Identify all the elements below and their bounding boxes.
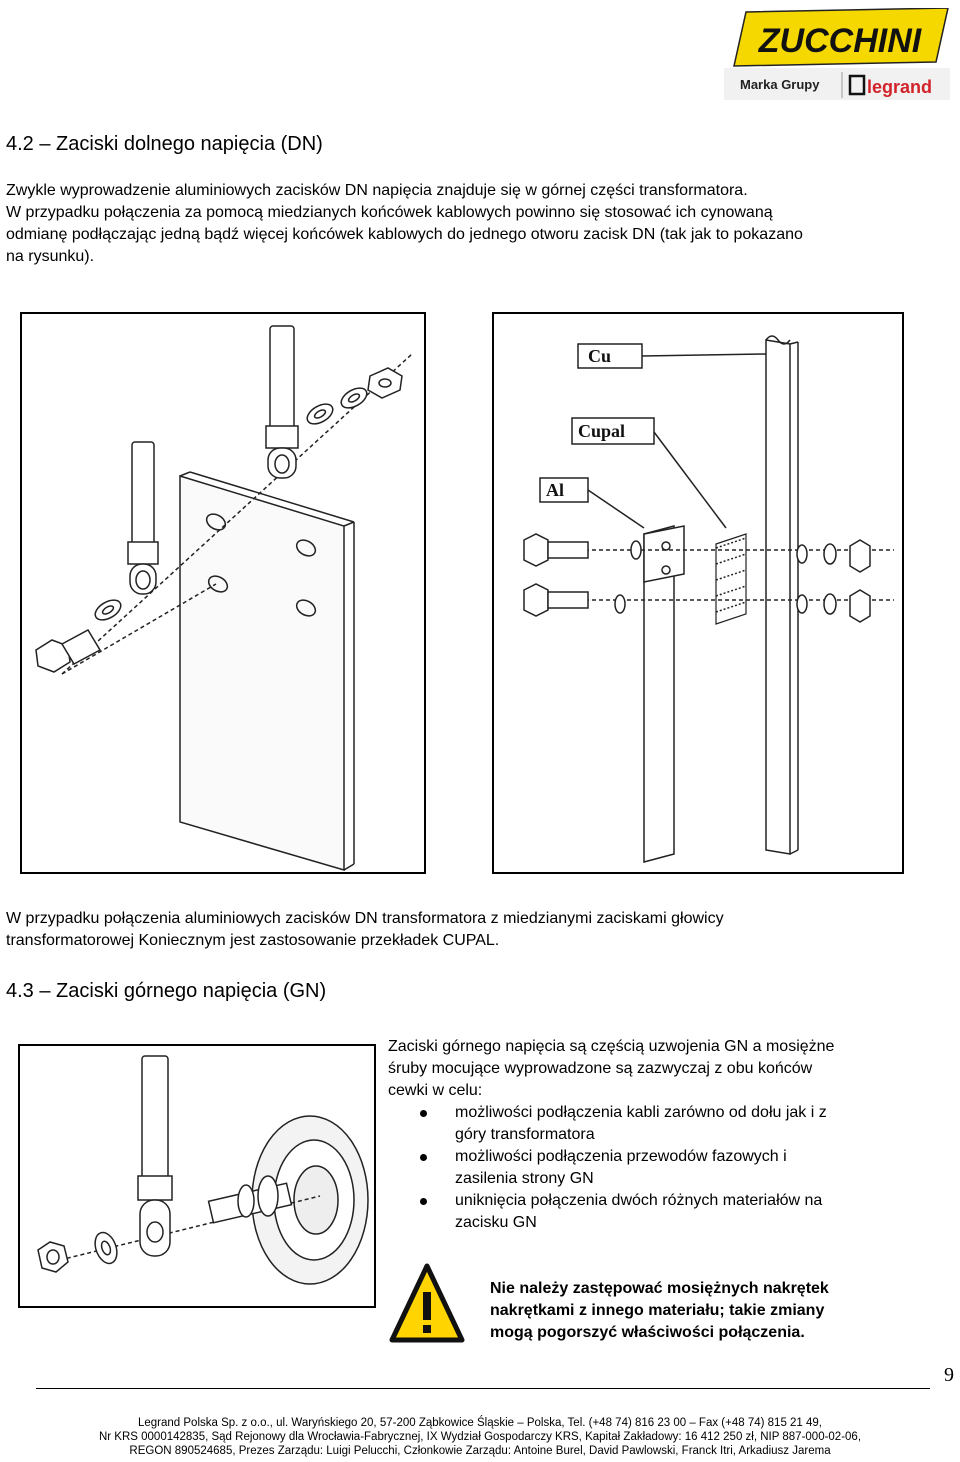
footer-line: Legrand Polska Sp. z o.o., ul. Waryńskie… <box>137 1417 823 1429</box>
paragraph-line: Zwykle wyprowadzenie aluminiowych zacisk… <box>6 182 748 199</box>
bullet-text: uniknięcia połączenia dwóch różnych mate… <box>455 1192 823 1209</box>
figure-dn-terminal-assembly <box>20 312 426 874</box>
footer-line: Nr KRS 0000142835, Sąd Rejonowy dla Wroc… <box>98 1431 862 1443</box>
warning-line: nakrętkami z innego materiału; takie zmi… <box>490 1302 825 1319</box>
bullet-icon <box>420 1198 427 1205</box>
logo-group: legrand <box>867 77 932 97</box>
bullet-icon <box>420 1154 427 1161</box>
warning-line: mogą pogorszyć właściwości połączenia. <box>490 1324 805 1341</box>
intro-line: cewki w celu: <box>388 1082 483 1099</box>
paragraph-line: W przypadku połączenia za pomocą miedzia… <box>6 204 773 221</box>
label-cu: Cu <box>588 346 611 366</box>
note-line: transformatorowej Koniecznym jest zastos… <box>6 932 500 949</box>
bullet-text: zacisku GN <box>455 1214 537 1231</box>
bullet-text: możliwości podłączenia przewodów fazowyc… <box>455 1148 787 1165</box>
figure-cupal-connection: Cu Cupal Al <box>492 312 904 874</box>
section-gn-heading: 4.3 – Zaciski górnego napięcia (GN) <box>6 980 327 1002</box>
bullet-icon <box>420 1110 427 1117</box>
footer-divider <box>36 1388 930 1389</box>
list-item: uniknięcia połączenia dwóch różnych mate… <box>388 1190 948 1234</box>
section-gn-bullet-list: możliwości podłączenia kabli zarówno od … <box>388 1102 948 1234</box>
intro-line: śruby mocujące wyprowadzone są zazwyczaj… <box>388 1060 813 1077</box>
warning-line: Nie należy zastępować mosiężnych nakręte… <box>490 1280 829 1297</box>
label-cupal: Cupal <box>578 421 625 441</box>
warning-triangle-icon <box>388 1262 466 1346</box>
note-line: W przypadku połączenia aluminiowych zaci… <box>6 910 724 927</box>
section-gn-intro: Zaciski górnego napięcia są częścią uzwo… <box>388 1036 948 1102</box>
page-number: 9 <box>944 1364 954 1386</box>
list-item: możliwości podłączenia kabli zarówno od … <box>388 1102 948 1146</box>
list-item: możliwości podłączenia przewodów fazowyc… <box>388 1146 948 1190</box>
company-logo: ZUCCHINI Marka Grupy legrand <box>724 8 950 100</box>
intro-line: Zaciski górnego napięcia są częścią uzwo… <box>388 1038 835 1055</box>
section-dn-paragraph: Zwykle wyprowadzenie aluminiowych zacisk… <box>6 180 956 268</box>
figure-gn-terminal-assembly <box>18 1044 376 1308</box>
footer-line: REGON 890524685, Prezes Zarządu: Luigi P… <box>129 1445 831 1457</box>
bullet-text: zasilenia strony GN <box>455 1170 594 1187</box>
logo-brand: ZUCCHINI <box>758 22 923 60</box>
label-al: Al <box>546 480 564 500</box>
section-dn-heading: 4.2 – Zaciski dolnego napięcia (DN) <box>6 133 323 155</box>
section-dn-note: W przypadku połączenia aluminiowych zaci… <box>6 908 956 952</box>
paragraph-line: na rysunku). <box>6 248 95 265</box>
logo-subtitle: Marka Grupy <box>740 77 820 92</box>
footer: Legrand Polska Sp. z o.o., ul. Waryńskie… <box>0 1416 960 1458</box>
bullet-text: możliwości podłączenia kabli zarówno od … <box>455 1104 827 1121</box>
bullet-text: góry transformatora <box>455 1126 595 1143</box>
paragraph-line: odmianę podłączając jedną bądź więcej ko… <box>6 226 803 243</box>
warning-text: Nie należy zastępować mosiężnych nakręte… <box>490 1278 950 1344</box>
